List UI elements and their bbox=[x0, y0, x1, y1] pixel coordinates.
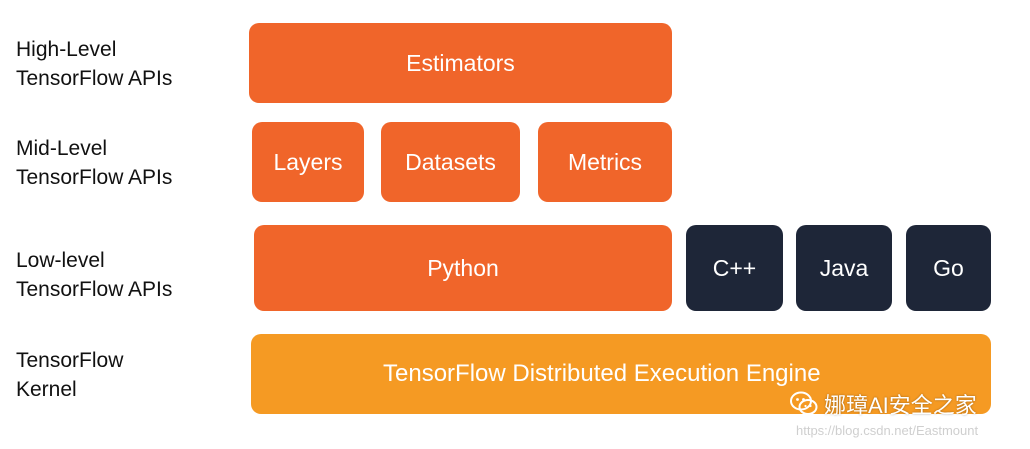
box-datasets: Datasets bbox=[381, 122, 520, 202]
label-low-level: Low-level TensorFlow APIs bbox=[16, 249, 173, 301]
label-high-level: High-Level TensorFlow APIs bbox=[16, 38, 173, 90]
label-mid-level: Mid-Level TensorFlow APIs bbox=[16, 137, 173, 189]
wechat-icon bbox=[790, 390, 818, 418]
box-cpp: C++ bbox=[686, 225, 783, 311]
watermark-text: 娜璋AI安全之家 bbox=[824, 393, 977, 418]
box-java: Java bbox=[796, 225, 892, 311]
label-kernel: TensorFlow Kernel bbox=[16, 349, 124, 401]
watermark: 娜璋AI安全之家 bbox=[790, 388, 977, 420]
box-python: Python bbox=[254, 225, 672, 311]
box-metrics: Metrics bbox=[538, 122, 672, 202]
box-estimators: Estimators bbox=[249, 23, 672, 103]
box-execution-engine: TensorFlow Distributed Execution Engine bbox=[251, 334, 991, 414]
box-go: Go bbox=[906, 225, 991, 311]
watermark-url: https://blog.csdn.net/Eastmount bbox=[796, 423, 979, 438]
box-layers: Layers bbox=[252, 122, 364, 202]
